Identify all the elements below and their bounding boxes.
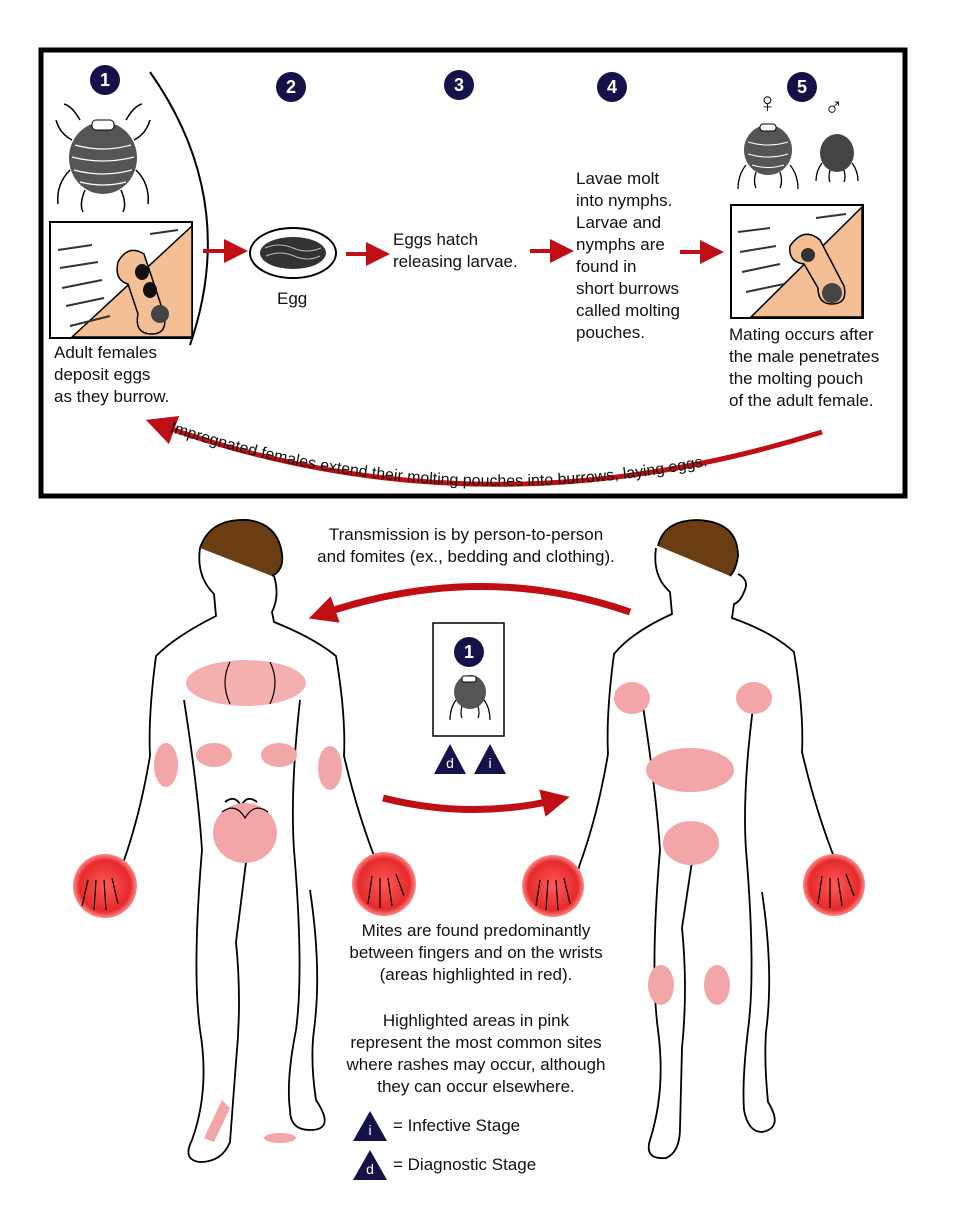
transmission-arrow-right: [382, 789, 570, 817]
step1-text: Adult females deposit eggs as they burro…: [54, 342, 169, 408]
female-symbol: ♀: [757, 87, 778, 118]
rash-buttocks: [213, 803, 277, 863]
step1-line: Adult females: [54, 343, 157, 362]
legend-infective-label: = Infective Stage: [393, 1116, 521, 1135]
step4-line: short burrows: [576, 279, 679, 298]
mites-line: between fingers and on the wrists: [349, 943, 603, 962]
step4-line: found in: [576, 257, 637, 276]
body-front-view: [572, 519, 844, 1160]
step3-text: Eggs hatch releasing larvae.: [393, 229, 518, 273]
step4-line: Larvae and: [576, 213, 662, 232]
step-badge-4: 4: [597, 72, 627, 102]
step5-line: the molting pouch: [729, 369, 864, 388]
return-arrow: [145, 415, 823, 487]
rash-ankle: [204, 1100, 230, 1142]
step-badge-5: 5: [787, 72, 817, 102]
step4-line: Lavae molt: [576, 169, 660, 188]
step4-line: called molting: [576, 301, 680, 320]
egg-icon: [249, 227, 337, 279]
burrow-box-1: [49, 221, 193, 339]
step3-line: releasing larvae.: [393, 252, 518, 271]
lifecycle-frame: [38, 47, 908, 499]
step5-text: Mating occurs after the male penetrates …: [729, 324, 879, 412]
pink-line: they can occur elsewhere.: [377, 1077, 575, 1096]
rash-armpit-left: [614, 682, 650, 714]
step3-line: Eggs hatch: [393, 230, 479, 249]
male-symbol: ♂: [824, 92, 844, 122]
burrow-box-5: [730, 204, 864, 319]
infective-triangle-icon: [474, 744, 506, 774]
step-badge-2: 2: [276, 72, 306, 102]
legend-infective-icon: [353, 1111, 387, 1141]
rash-knee-right: [704, 965, 730, 1005]
legend-diagnostic-label: = Diagnostic Stage: [393, 1155, 537, 1174]
rash-back-right: [261, 743, 297, 767]
female-mite-icon: [737, 123, 799, 190]
step1-line: as they burrow.: [54, 387, 170, 406]
pink-line: represent the most common sites: [350, 1033, 602, 1052]
step-badge-1: 1: [90, 65, 120, 95]
pink-line: Highlighted areas in pink: [382, 1011, 570, 1030]
step5-line: Mating occurs after: [729, 325, 874, 344]
curved-caption: Impregnated females extend their molting…: [168, 419, 708, 490]
lifecycle-arrows: [203, 239, 724, 266]
rash-back-left: [196, 743, 232, 767]
transmission-text: Transmission is by person-to-person and …: [296, 524, 636, 568]
diagnostic-letter: d: [446, 755, 454, 771]
legend-diagnostic-letter: d: [366, 1161, 374, 1177]
step4-text: Lavae molt into nymphs. Larvae and nymph…: [576, 168, 680, 344]
rash-upper-back: [186, 660, 306, 706]
center-mite-icon: [449, 675, 491, 721]
rash-waist: [646, 748, 734, 792]
center-step-badge: 1: [454, 637, 484, 667]
rash-groin: [663, 821, 719, 865]
transmission-line: and fomites (ex., bedding and clothing).: [317, 547, 615, 566]
rash-armpit-right: [736, 682, 772, 714]
pink-note: Highlighted areas in pink represent the …: [311, 1010, 641, 1098]
legend-infective-letter: i: [368, 1122, 372, 1138]
rash-knee-left: [648, 965, 674, 1005]
egg-label: Egg: [277, 289, 308, 308]
step4-line: into nymphs.: [576, 191, 673, 210]
step4-line: pouches.: [576, 323, 645, 342]
step4-line: nymphs are: [576, 235, 665, 254]
step-badge-3: 3: [444, 70, 474, 100]
rash-front-hand-right: [803, 854, 865, 916]
step5-line: of the adult female.: [729, 391, 874, 410]
infective-letter: i: [488, 755, 492, 771]
male-mite-icon: [815, 134, 859, 183]
mites-note: Mites are found predominantly between fi…: [316, 920, 636, 986]
rash-elbow-left: [154, 743, 178, 787]
diagnostic-triangle-icon: [434, 744, 466, 774]
legend-diagnostic-icon: [353, 1150, 387, 1180]
mites-line: Mites are found predominantly: [361, 921, 591, 940]
mites-line: (areas highlighted in red).: [379, 965, 573, 984]
rash-hand-right: [352, 852, 416, 916]
rash-front-hand-left: [522, 855, 584, 917]
rash-elbow-right: [318, 746, 342, 790]
pink-line: where rashes may occur, although: [346, 1055, 606, 1074]
step1-line: deposit eggs: [54, 365, 151, 384]
transmission-arrow-left: [308, 583, 632, 623]
adult-female-mite-icon: [55, 103, 151, 213]
step5-line: the male penetrates: [729, 347, 880, 366]
transmission-line: Transmission is by person-to-person: [328, 525, 604, 544]
rash-foot: [264, 1133, 296, 1143]
